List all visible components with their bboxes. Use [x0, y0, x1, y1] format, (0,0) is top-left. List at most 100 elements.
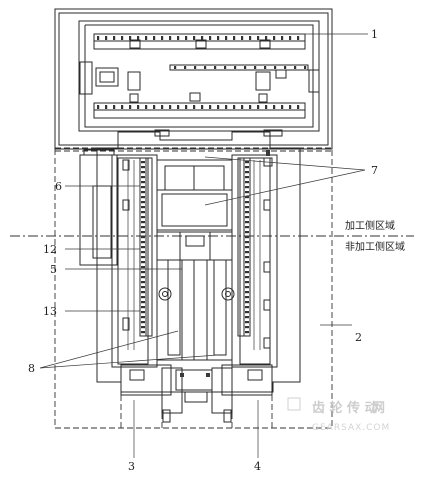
rail-tooth: [281, 105, 284, 109]
rail-tooth: [141, 206, 145, 209]
rail-tooth: [153, 105, 156, 109]
rail-tooth: [141, 316, 145, 319]
rail-tooth: [245, 236, 249, 239]
rail-tooth: [141, 196, 145, 199]
worktable-upper: [156, 159, 233, 231]
rail-tooth: [193, 105, 196, 109]
rail-tooth: [141, 271, 145, 274]
rail-tooth: [245, 186, 249, 189]
rail-tooth: [217, 36, 220, 40]
rail-tooth: [141, 326, 145, 329]
rail-tooth: [245, 171, 249, 174]
rail-tooth: [245, 321, 249, 324]
rail-tooth: [141, 236, 145, 239]
rail-tooth: [264, 66, 267, 69]
rail-tooth: [141, 176, 145, 179]
rail-tooth: [274, 66, 277, 69]
rail-tooth: [245, 211, 249, 214]
rail-tooth: [245, 201, 249, 204]
rail-tooth: [245, 181, 249, 184]
rail-tooth: [141, 266, 145, 269]
rail-tooth: [141, 231, 145, 234]
callout-6: 6: [55, 180, 62, 193]
rail-tooth: [113, 36, 116, 40]
rail-tooth: [245, 276, 249, 279]
rail-tooth: [245, 231, 249, 234]
rail-tooth: [141, 166, 145, 169]
rail-tooth: [185, 36, 188, 40]
rail-tooth: [137, 36, 140, 40]
rail-tooth: [245, 316, 249, 319]
rail-tooth: [141, 191, 145, 194]
pulley-right: [221, 287, 235, 301]
rail-tooth: [141, 256, 145, 259]
rail-tooth: [129, 36, 132, 40]
rail-tooth: [224, 66, 227, 69]
rail-tooth: [289, 36, 292, 40]
rail-tooth: [141, 216, 145, 219]
rail-tooth: [161, 36, 164, 40]
rail-tooth: [105, 36, 108, 40]
rail-tooth: [129, 105, 132, 109]
rail-tooth: [97, 105, 100, 109]
rail-tooth: [174, 66, 177, 69]
left-vertical-rail: [139, 157, 153, 337]
rail-tooth: [245, 296, 249, 299]
main-carriage: [79, 131, 301, 393]
rail-tooth: [121, 105, 124, 109]
rail-tooth: [204, 66, 207, 69]
callout-2: 2: [355, 331, 362, 344]
rail-tooth: [245, 206, 249, 209]
rail-tooth: [225, 105, 228, 109]
rail-tooth: [241, 105, 244, 109]
rail-tooth: [289, 105, 292, 109]
rail-tooth: [141, 161, 145, 164]
rail-tooth: [209, 105, 212, 109]
rail-tooth: [245, 326, 249, 329]
rail-tooth: [141, 291, 145, 294]
rail-tooth: [141, 296, 145, 299]
watermark: 齿 轮 传 动 网 GEARSAX.COM: [287, 397, 389, 433]
rail-tooth: [245, 251, 249, 254]
rail-tooth: [265, 105, 268, 109]
rail-tooth: [141, 311, 145, 314]
rail-tooth: [245, 331, 249, 334]
pulley-left: [158, 287, 172, 301]
rail-tooth: [245, 291, 249, 294]
rail-tooth: [249, 105, 252, 109]
rail-tooth: [245, 271, 249, 274]
callout-numbers: 1 2 3 4 5 6 7 8 12 13: [28, 28, 378, 473]
rail-tooth: [245, 261, 249, 264]
rail-tooth: [169, 36, 172, 40]
rail-tooth: [209, 36, 212, 40]
callout-8: 8: [28, 362, 35, 375]
rail-tooth: [141, 261, 145, 264]
rail-tooth: [245, 196, 249, 199]
rail-tooth: [184, 66, 187, 69]
rail-tooth: [265, 36, 268, 40]
rail-tooth: [217, 105, 220, 109]
bottom-base-structure: [120, 364, 273, 428]
rail-tooth: [161, 105, 164, 109]
rail-tooth: [234, 66, 237, 69]
rail-tooth: [141, 241, 145, 244]
rail-tooth: [201, 36, 204, 40]
rail-tooth: [245, 311, 249, 314]
rail-tooth: [177, 105, 180, 109]
rail-tooth: [273, 36, 276, 40]
rail-tooth: [244, 66, 247, 69]
rail-tooth: [245, 216, 249, 219]
rail-tooth: [225, 36, 228, 40]
rail-tooth: [304, 66, 307, 69]
rail-tooth: [141, 246, 145, 249]
rail-tooth: [141, 286, 145, 289]
rail-tooth: [245, 301, 249, 304]
rail-tooth: [281, 36, 284, 40]
watermark-text: 齿 轮 传 动: [312, 400, 378, 416]
rail-tooth: [121, 36, 124, 40]
rail-tooth: [177, 36, 180, 40]
top-lower-rail: [93, 102, 306, 119]
rail-tooth: [141, 321, 145, 324]
rail-tooth: [241, 36, 244, 40]
